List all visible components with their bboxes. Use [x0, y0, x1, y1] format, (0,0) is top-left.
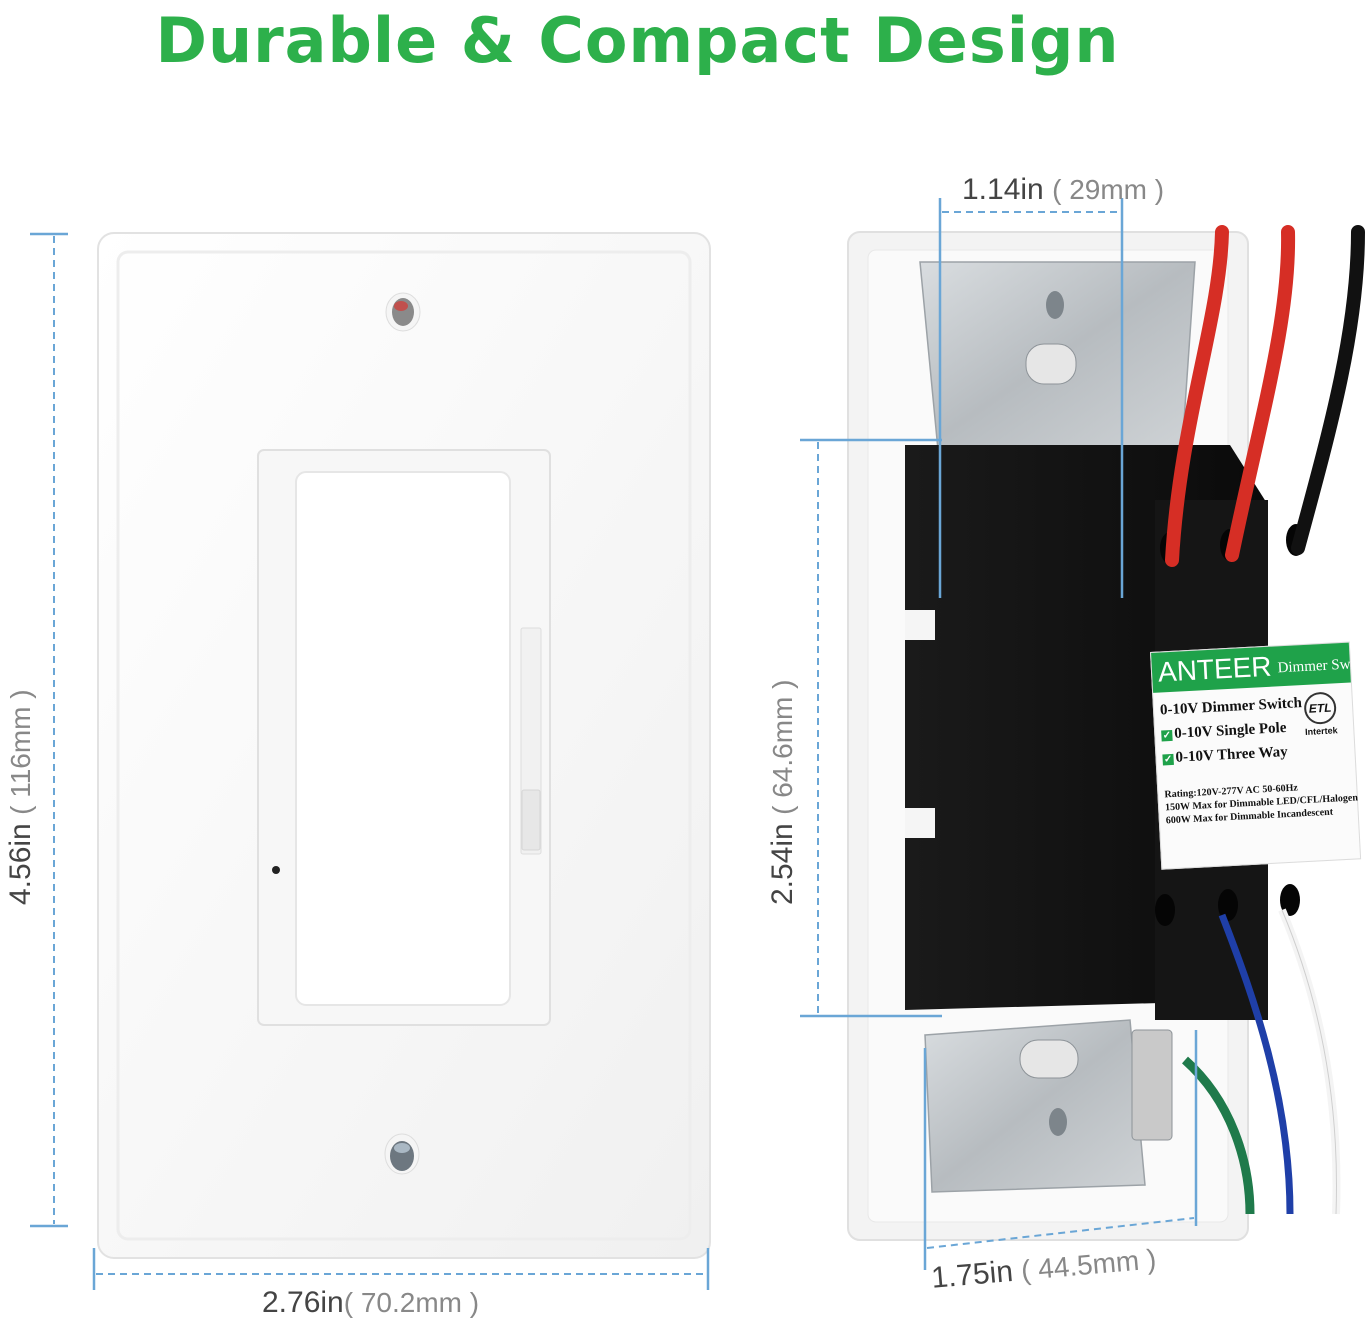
dimmer-switch-front [257, 449, 551, 1026]
check-icon: ✓ [1161, 729, 1173, 742]
back-view-switch [847, 225, 1365, 1241]
width-front-label: 2.76in( 70.2mm ) [262, 1286, 480, 1319]
check-icon: ✓ [1162, 753, 1174, 766]
product-label: ANTEER Dimmer Switch 0-10V Dimmer Switch… [1150, 641, 1372, 871]
bottom-mounting-strap [924, 1019, 1173, 1193]
top-mounting-strap [919, 261, 1196, 451]
depth-top-label: 1.14in ( 29mm ) [962, 173, 1165, 206]
front-wall-plate [97, 232, 711, 1259]
etl-cert-icon: ETL Intertek [1299, 691, 1341, 739]
wires [1165, 225, 1365, 1215]
label-body: 0-10V Dimmer Switch ✓0-10V Single Pole ✓… [1153, 683, 1360, 871]
indicator-led-icon [272, 866, 280, 874]
top-screw-icon [385, 292, 421, 332]
dimension-lines [30, 198, 1198, 1290]
body-height-label: 2.54in ( 64.6mm ) [766, 679, 799, 905]
bottom-screw-icon [384, 1133, 420, 1175]
headline: Durable & Compact Design [155, 4, 1120, 77]
rating-text: Rating:120V-277V AC 50-60Hz 150W Max for… [1164, 782, 1359, 827]
brand-name: ANTEER [1157, 650, 1273, 688]
height-front-label: 4.56in ( 116mm ) [4, 689, 37, 905]
